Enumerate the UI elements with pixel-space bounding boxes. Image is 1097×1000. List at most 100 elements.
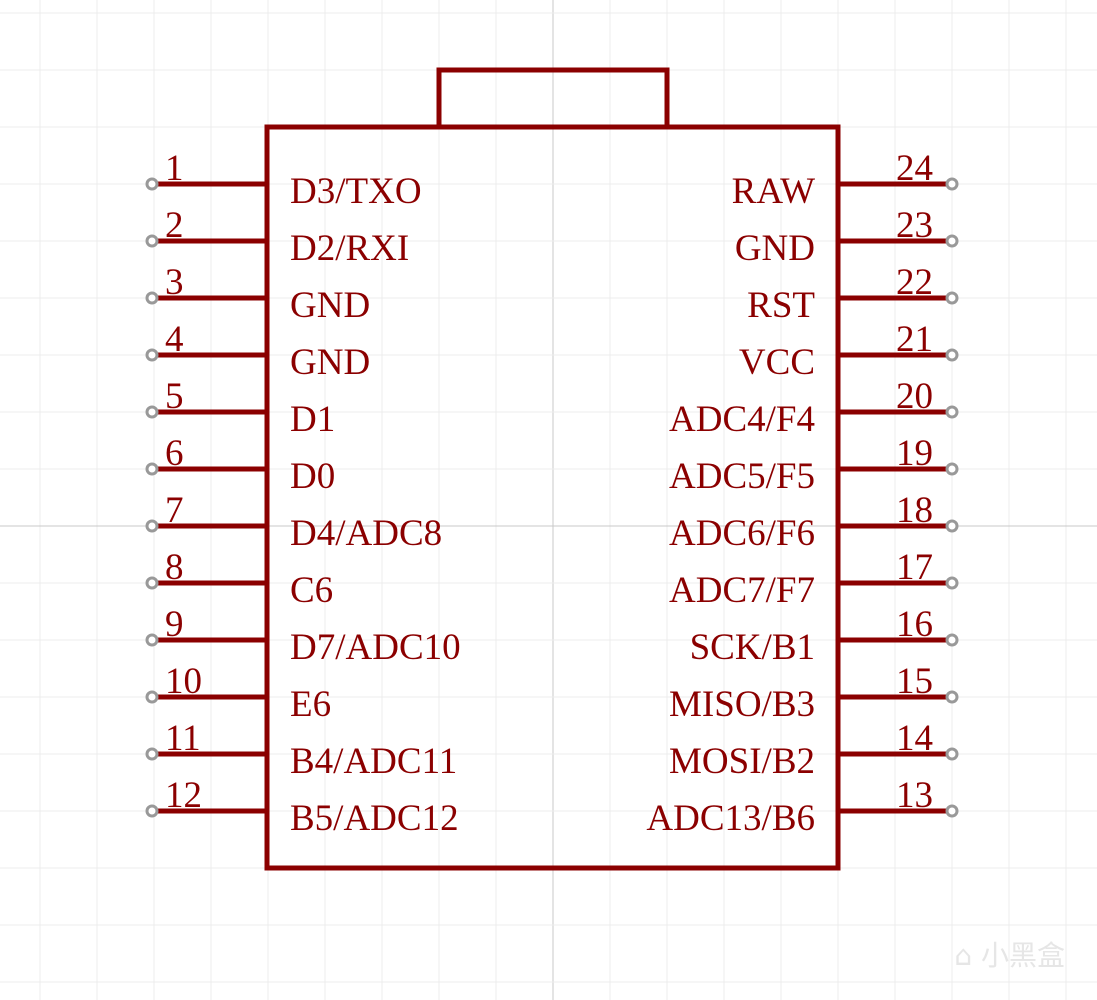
pin-name: SCK/B1 (690, 627, 815, 668)
pin-endpoint-icon[interactable] (945, 405, 959, 419)
pin-number: 13 (896, 775, 933, 816)
pins: 1D3/TXO2D2/RXI3GND4GND5D16D07D4/ADC88C69… (145, 148, 959, 839)
pin-name: GND (290, 285, 370, 326)
pin-name: ADC13/B6 (646, 798, 815, 839)
pin-number: 19 (896, 433, 933, 474)
pin-name: ADC4/F4 (669, 399, 815, 440)
usb-connector-tab (436, 67, 670, 127)
pin-number: 3 (165, 262, 184, 303)
pin-9[interactable]: 9D7/ADC10 (145, 604, 461, 668)
pin-number: 11 (165, 718, 201, 759)
pin-endpoint-icon[interactable] (145, 576, 159, 590)
pin-1[interactable]: 1D3/TXO (145, 148, 422, 212)
pin-number: 24 (896, 148, 933, 189)
pin-number: 4 (165, 319, 184, 360)
pin-endpoint-icon[interactable] (145, 462, 159, 476)
pin-number: 22 (896, 262, 933, 303)
pin-7[interactable]: 7D4/ADC8 (145, 490, 442, 554)
pin-endpoint-icon[interactable] (145, 747, 159, 761)
pin-8[interactable]: 8C6 (145, 547, 333, 611)
pin-2[interactable]: 2D2/RXI (145, 205, 409, 269)
pin-name: D1 (290, 399, 335, 440)
pin-endpoint-icon[interactable] (945, 177, 959, 191)
pin-number: 20 (896, 376, 933, 417)
pin-endpoint-icon[interactable] (145, 633, 159, 647)
pin-number: 12 (165, 775, 202, 816)
pin-number: 18 (896, 490, 933, 531)
pin-name: B4/ADC11 (290, 741, 457, 782)
pin-number: 8 (165, 547, 184, 588)
pin-endpoint-icon[interactable] (145, 405, 159, 419)
pin-name: MOSI/B2 (669, 741, 815, 782)
pin-endpoint-icon[interactable] (945, 747, 959, 761)
pin-endpoint-icon[interactable] (145, 690, 159, 704)
pin-number: 5 (165, 376, 184, 417)
pin-endpoint-icon[interactable] (145, 348, 159, 362)
pin-number: 1 (165, 148, 184, 189)
pin-name: D2/RXI (290, 228, 409, 269)
pin-endpoint-icon[interactable] (145, 519, 159, 533)
pin-name: E6 (290, 684, 331, 725)
pin-endpoint-icon[interactable] (945, 348, 959, 362)
pin-endpoint-icon[interactable] (145, 177, 159, 191)
pin-5[interactable]: 5D1 (145, 376, 335, 440)
pin-name: RST (747, 285, 815, 326)
pin-number: 14 (896, 718, 933, 759)
pin-6[interactable]: 6D0 (145, 433, 335, 497)
pin-number: 21 (896, 319, 933, 360)
pin-endpoint-icon[interactable] (945, 519, 959, 533)
pin-endpoint-icon[interactable] (945, 576, 959, 590)
pin-number: 16 (896, 604, 933, 645)
pin-name: D7/ADC10 (290, 627, 461, 668)
pin-name: ADC6/F6 (669, 513, 815, 554)
pin-name: GND (735, 228, 815, 269)
pin-name: D3/TXO (290, 171, 422, 212)
component-body[interactable] (264, 124, 841, 871)
pin-number: 17 (896, 547, 933, 588)
pin-endpoint-icon[interactable] (145, 291, 159, 305)
pin-number: 10 (165, 661, 202, 702)
pin-number: 6 (165, 433, 184, 474)
pin-name: GND (290, 342, 370, 383)
pin-name: C6 (290, 570, 333, 611)
pin-endpoint-icon[interactable] (945, 690, 959, 704)
pin-endpoint-icon[interactable] (945, 804, 959, 818)
pin-name: ADC5/F5 (669, 456, 815, 497)
pin-number: 7 (165, 490, 184, 531)
pin-name: VCC (739, 342, 815, 383)
pin-name: MISO/B3 (669, 684, 815, 725)
pin-number: 23 (896, 205, 933, 246)
pin-endpoint-icon[interactable] (945, 462, 959, 476)
pin-number: 2 (165, 205, 184, 246)
pin-endpoint-icon[interactable] (145, 234, 159, 248)
pin-number: 15 (896, 661, 933, 702)
pin-number: 9 (165, 604, 184, 645)
pin-endpoint-icon[interactable] (945, 633, 959, 647)
pin-endpoint-icon[interactable] (145, 804, 159, 818)
pin-name: RAW (732, 171, 815, 212)
pin-endpoint-icon[interactable] (945, 234, 959, 248)
pin-endpoint-icon[interactable] (945, 291, 959, 305)
component-symbol[interactable] (264, 67, 841, 871)
watermark-logo: ⌂ 小黑盒 (954, 939, 1065, 972)
pin-name: ADC7/F7 (669, 570, 815, 611)
pin-name: D4/ADC8 (290, 513, 442, 554)
